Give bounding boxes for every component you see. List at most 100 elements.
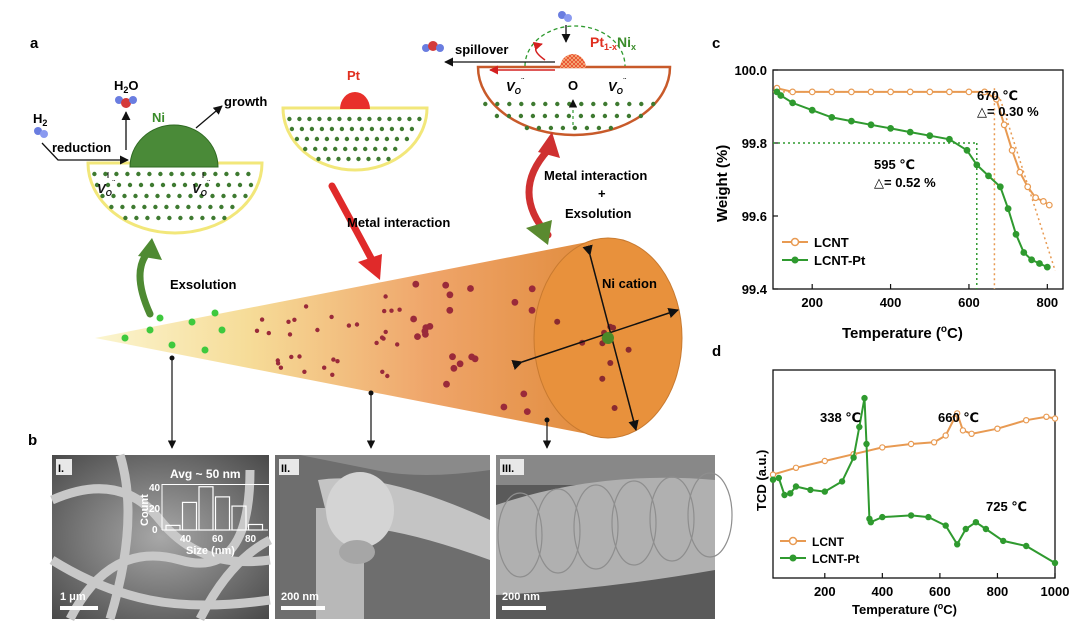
data-point <box>848 88 855 96</box>
cation-dot <box>303 304 309 309</box>
annotation: 660 ℃ <box>938 410 979 425</box>
data-point <box>1016 168 1024 176</box>
cation-dot <box>259 317 265 322</box>
data-point <box>1028 256 1035 264</box>
cation-dot <box>346 323 352 328</box>
data-point <box>906 128 914 136</box>
lattice-dot <box>208 204 213 210</box>
ni-dot <box>218 326 226 334</box>
lattice-dot <box>133 193 138 199</box>
fiber-segment <box>497 492 543 578</box>
oxygen-label: O <box>568 78 578 93</box>
lattice-dot <box>189 215 194 221</box>
x-tick-label: 400 <box>880 295 902 310</box>
cation-dot <box>523 408 531 415</box>
lattice-dot <box>336 156 341 162</box>
cation-dot <box>422 331 429 338</box>
cation-dot <box>275 361 281 366</box>
lattice-dot <box>210 193 215 199</box>
lattice-dot <box>182 182 188 188</box>
exsolution-arrow <box>136 246 154 318</box>
sem-tag: III. <box>502 463 514 475</box>
lattice-dot <box>366 156 371 162</box>
lattice-dot <box>193 182 199 188</box>
data-point <box>807 486 814 494</box>
data-point <box>965 88 973 96</box>
data-point <box>959 427 967 434</box>
lattice-dot <box>230 204 235 210</box>
lattice-dot <box>94 182 100 188</box>
lattice-dot <box>364 136 370 142</box>
fiber-strand <box>49 556 271 610</box>
exsolution-label: Exsolution <box>170 277 237 292</box>
lattice-dot <box>164 204 169 210</box>
ni-dot <box>201 346 209 354</box>
lattice-dot <box>409 126 415 132</box>
sem-texture <box>497 472 733 578</box>
lattice-dot <box>232 193 237 199</box>
data-point <box>1008 146 1016 154</box>
data-point <box>792 483 800 490</box>
data-point <box>1045 201 1053 209</box>
lattice-dot <box>354 136 360 142</box>
cation-dot <box>607 360 614 366</box>
lattice-dot <box>323 146 328 152</box>
reduction-label: reduction <box>52 140 111 155</box>
cation-dot <box>511 298 519 306</box>
data-point <box>856 423 863 431</box>
bowl-ni-exsolution: Ni VO¨ VO¨ <box>86 110 264 235</box>
lattice-dot <box>507 101 512 107</box>
data-point <box>1039 197 1047 205</box>
h2-molecule-icon <box>558 11 572 22</box>
lattice-dot <box>566 113 572 119</box>
cation-dot <box>374 340 379 346</box>
lattice-dot <box>144 193 149 199</box>
cation-dot <box>528 285 536 293</box>
lattice-dot <box>92 171 97 177</box>
lattice-dot <box>299 126 305 132</box>
data-point <box>1043 413 1050 420</box>
y-axis-title: TCD (a.u.) <box>754 450 769 511</box>
data-point <box>982 525 990 533</box>
lattice-dot <box>579 101 584 107</box>
lattice-dots <box>287 116 422 162</box>
lattice-dot <box>111 193 116 199</box>
histogram-bar <box>165 524 181 531</box>
schematic: Ni VO¨ VO¨ H2 reduction H2O growth Pt <box>33 11 683 449</box>
lattice-dot <box>614 113 620 119</box>
x-tick-label: 600 <box>958 295 980 310</box>
fiber-strand <box>50 484 271 567</box>
lattice-dot <box>560 125 566 131</box>
lattice-dot <box>197 204 202 210</box>
scale-bar-label: 200 nm <box>502 591 540 603</box>
data-point <box>1036 260 1043 267</box>
lattice-dot <box>177 193 182 199</box>
inset-title: Avg ~ 50 nm <box>170 467 241 481</box>
lattice-dot <box>224 171 229 177</box>
lattice-dot <box>166 193 171 199</box>
bowl-alloy: O VO¨ VO¨ Pt1-xNix spillover <box>422 11 672 137</box>
lattice-dot <box>363 146 368 152</box>
cation-dot <box>443 380 450 388</box>
data-point <box>926 88 934 96</box>
lattice-dot <box>317 116 322 122</box>
fiber-segment <box>611 480 657 566</box>
data-point <box>863 440 870 448</box>
data-point <box>1051 559 1059 567</box>
lattice-dot <box>337 116 342 122</box>
lattice-dot <box>138 182 144 188</box>
sem-texture <box>49 453 273 622</box>
cation-dot <box>383 329 388 335</box>
growth-arrow <box>195 105 223 129</box>
plot-frame <box>772 69 1064 290</box>
inset-ytick: 0 <box>152 525 158 536</box>
pt-label: Pt <box>347 68 361 83</box>
data-point <box>808 106 816 114</box>
cation-dot <box>414 333 421 340</box>
y-axis-title: Weight (%) <box>714 145 731 222</box>
cation-dot <box>528 306 536 314</box>
sem-panels: I. 1 μm Avg ~ 50 nm Count Size (nm) 0 20… <box>49 453 733 622</box>
ni-dot <box>121 334 129 342</box>
lattice-dot <box>555 101 560 107</box>
